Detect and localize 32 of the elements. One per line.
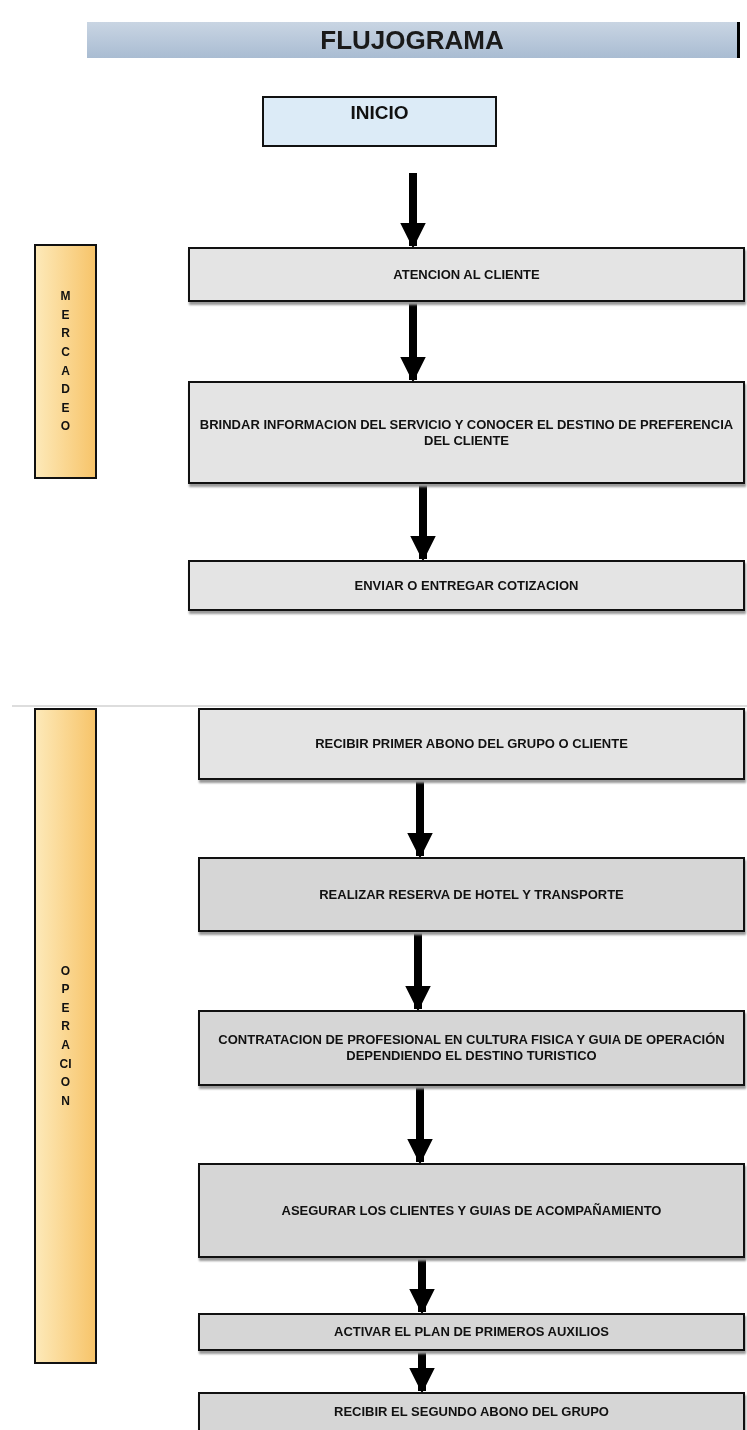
step-label: RECIBIR PRIMER ABONO DEL GRUPO O CLIENTE xyxy=(315,736,628,752)
process-box xyxy=(198,1313,745,1351)
phase-label: MERCADEO xyxy=(59,288,72,436)
step-label: ATENCION AL CLIENTE xyxy=(393,266,540,283)
process-box xyxy=(198,857,745,932)
step-label: ACTIVAR EL PLAN DE PRIMEROS AUXILIOS xyxy=(334,1324,609,1340)
process-box xyxy=(188,381,745,484)
process-box xyxy=(188,560,745,611)
process-box xyxy=(198,1163,745,1258)
arrow xyxy=(409,1352,435,1394)
step-label: CONTRATACION DE PROFESIONAL EN CULTURA FISICA Y GUIA DE OPERACIÓN DEPENDIENDO EL DESTINO TURISTICO xyxy=(217,1032,726,1064)
step-label: REALIZAR RESERVA DE HOTEL Y TRANSPORTE xyxy=(319,886,624,903)
step-label: ASEGURAR LOS CLIENTES Y GUIAS DE ACOMPAÑAMIENTO xyxy=(281,1202,662,1219)
process-box xyxy=(198,708,745,780)
step-label: INICIO xyxy=(350,102,409,125)
phase-band xyxy=(34,708,97,1364)
process-box xyxy=(198,1010,745,1086)
phase-band xyxy=(34,244,97,479)
arrow xyxy=(410,485,436,562)
process-box xyxy=(188,247,745,302)
arrow xyxy=(407,781,433,859)
process-box xyxy=(198,1392,745,1430)
title: FLUJOGRAMA xyxy=(320,24,504,56)
arrow xyxy=(400,303,426,383)
step-label: BRINDAR INFORMACION DEL SERVICIO Y CONOCER EL DESTINO DE PREFERENCIA DEL CLIENTE xyxy=(198,416,735,449)
arrow xyxy=(407,1087,433,1165)
step-label: ENVIAR O ENTREGAR COTIZACION xyxy=(354,577,579,594)
arrow xyxy=(409,1259,435,1315)
phase-label: OPERACION xyxy=(59,962,72,1110)
start-box xyxy=(262,96,497,147)
step-label: RECIBIR EL SEGUNDO ABONO DEL GRUPO xyxy=(334,1404,609,1420)
arrow xyxy=(405,933,431,1012)
